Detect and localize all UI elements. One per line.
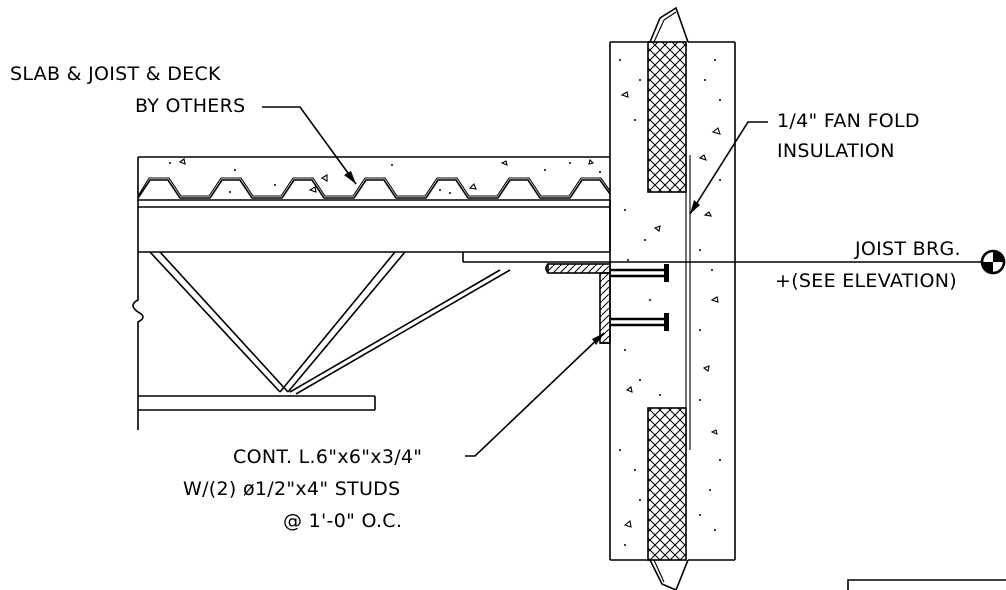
insulation-label-line1: 1/4" FAN FOLD — [777, 110, 920, 132]
slab-label-line1: SLAB & JOIST & DECK — [10, 63, 221, 85]
concrete-slab — [138, 156, 610, 201]
leader-slab — [262, 106, 357, 185]
see-elevation-label: +(SEE ELEVATION) — [775, 270, 957, 292]
angle-label-line2: W/(2) ø1/2"x4" STUDS — [183, 478, 400, 500]
steel-angle — [545, 263, 611, 344]
joist-brg-label: JOIST BRG. — [854, 238, 961, 260]
headed-studs — [610, 264, 669, 331]
rigid-insulation-top — [647, 6, 689, 193]
leader-angle — [465, 332, 605, 457]
title-block-corner — [847, 579, 1006, 590]
slab-label-line2: BY OTHERS — [135, 95, 245, 117]
leader-insulation — [689, 121, 768, 215]
joist — [132, 157, 611, 430]
elevation-target-icon — [980, 249, 1006, 275]
angle-label-line3: @ 1'-0" O.C. — [283, 510, 402, 532]
angle-label-line1: CONT. L.6"x6"x3/4" — [233, 446, 422, 468]
insulation-label-line2: INSULATION — [777, 140, 895, 162]
rigid-insulation-bottom — [647, 407, 689, 590]
metal-deck — [137, 177, 611, 199]
